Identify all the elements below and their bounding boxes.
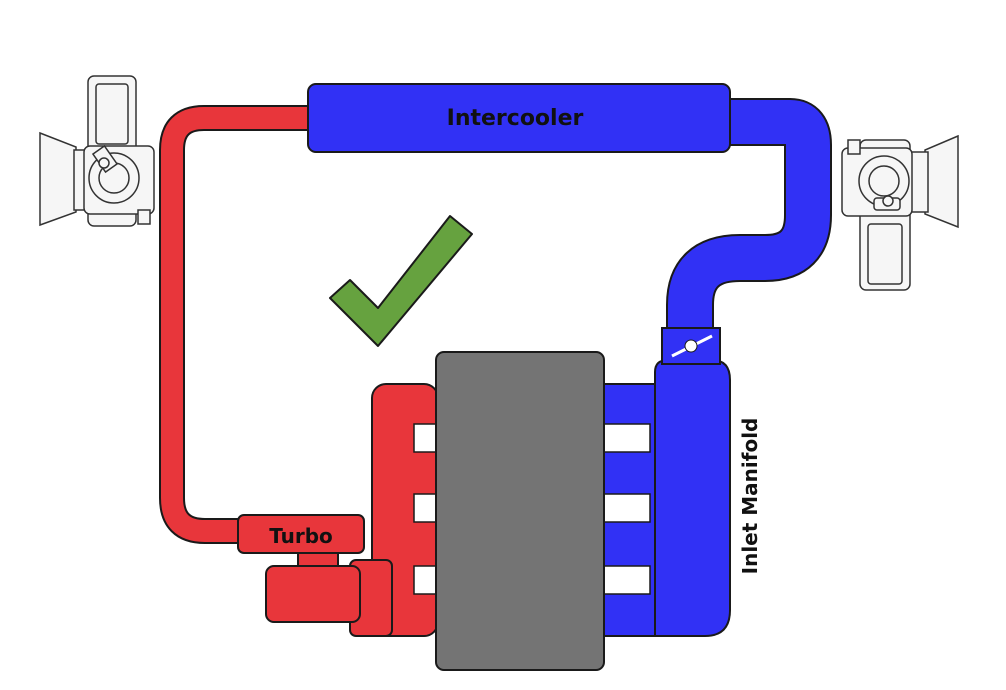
check-mark-icon	[329, 215, 473, 347]
exhaust-manifold	[349, 383, 439, 637]
throttle-body-icon	[661, 327, 721, 365]
engine-block	[435, 351, 605, 671]
hot-pipe	[159, 105, 312, 544]
intercooler-label: Intercooler	[447, 106, 584, 131]
inlet-manifold	[597, 359, 731, 637]
intercooler-core	[307, 83, 731, 153]
right-valve-icon	[841, 134, 959, 291]
inlet-manifold-label: Inlet Manifold	[738, 418, 762, 575]
turbo-label: Turbo	[269, 524, 333, 548]
turbo: Turbo	[237, 514, 365, 623]
left-valve-icon	[39, 75, 155, 227]
